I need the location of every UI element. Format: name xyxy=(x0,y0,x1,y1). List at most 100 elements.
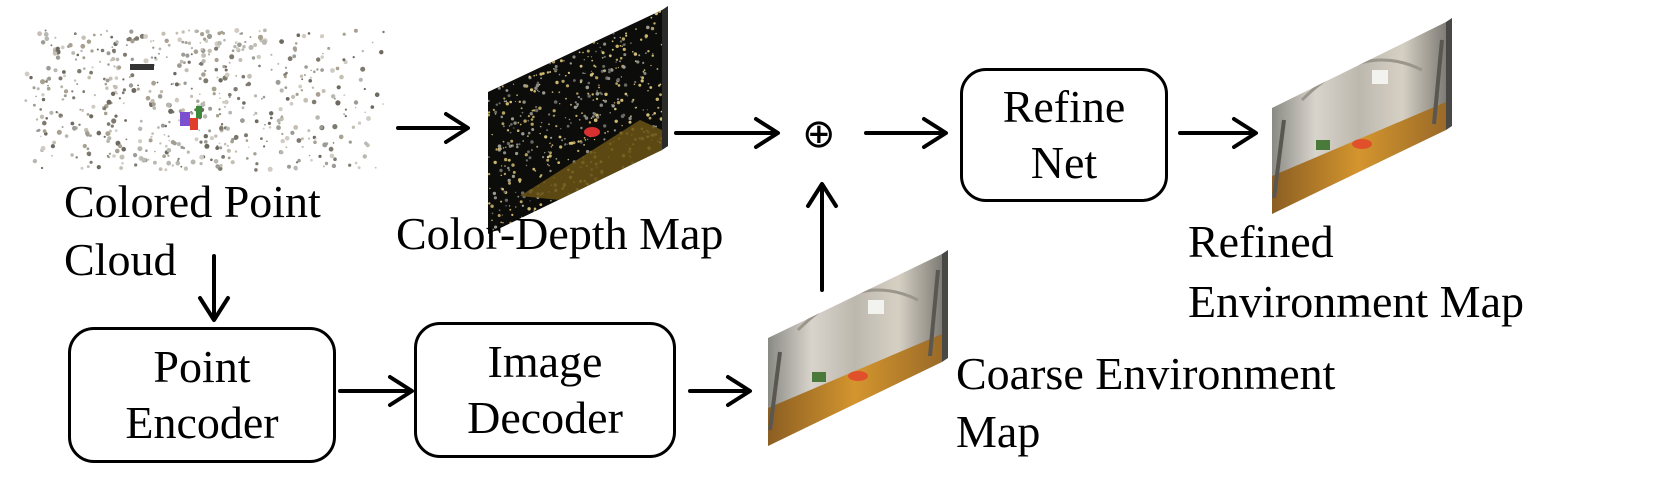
point-cloud-dot xyxy=(333,157,337,161)
depth-map-dot xyxy=(510,117,515,121)
point-cloud-dot xyxy=(219,97,221,100)
point-cloud-dot xyxy=(258,30,261,33)
point-cloud-dot xyxy=(202,114,208,119)
depth-map-dot xyxy=(647,89,649,92)
depth-map-dot xyxy=(566,143,568,145)
depth-map-dot xyxy=(601,51,605,55)
point-cloud-dot xyxy=(102,106,104,108)
depth-map-dot xyxy=(536,145,539,148)
depth-map-dot xyxy=(651,54,654,57)
point-cloud-dot xyxy=(324,161,329,166)
depth-map-dot xyxy=(592,99,595,101)
depth-map-dot xyxy=(521,111,524,114)
depth-map-dot xyxy=(519,123,522,126)
point-cloud-dot xyxy=(364,141,368,146)
depth-map-dot xyxy=(652,53,654,55)
depth-map-dot xyxy=(516,94,518,97)
depth-map-dot xyxy=(517,195,520,198)
point-cloud-dot xyxy=(156,81,159,84)
point-cloud-dot xyxy=(353,28,358,33)
depth-map-dot xyxy=(649,86,653,89)
depth-map-dot xyxy=(509,208,512,211)
depth-map-dot xyxy=(650,64,652,67)
depth-map-dot xyxy=(502,222,504,224)
point-cloud-dot xyxy=(214,57,219,63)
depth-map-dot xyxy=(592,40,596,44)
color-depth-map-label: Color-Depth Map xyxy=(396,208,724,259)
point-cloud-dot xyxy=(198,63,201,65)
point-cloud-dot xyxy=(234,150,238,153)
depth-map-dot xyxy=(500,221,503,224)
point-cloud-dot xyxy=(80,49,83,53)
point-cloud-dot xyxy=(284,136,290,141)
depth-map-dot xyxy=(505,205,507,207)
point-cloud-dot xyxy=(96,48,99,51)
point-cloud-dot xyxy=(175,31,179,35)
point-cloud-dot xyxy=(203,78,209,84)
point-cloud-dot xyxy=(300,89,303,92)
depth-map-dot xyxy=(615,67,617,69)
point-cloud-dot xyxy=(55,55,61,60)
point-cloud-dot xyxy=(110,124,114,128)
point-cloud-dot xyxy=(166,148,172,153)
depth-map-dot xyxy=(528,156,532,160)
depth-map-dot xyxy=(570,122,572,124)
depth-map-dot xyxy=(613,102,616,104)
depth-map-dot xyxy=(621,124,623,127)
depth-map-dot xyxy=(533,210,536,212)
depth-map-dot xyxy=(516,145,519,149)
depth-map-dot xyxy=(488,172,491,176)
point-cloud-dot xyxy=(184,68,189,73)
depth-map-dot xyxy=(590,70,593,72)
depth-map-dot xyxy=(519,200,523,204)
point-cloud-dot xyxy=(176,159,180,162)
depth-map-dot xyxy=(518,100,521,104)
point-cloud-dot xyxy=(119,154,125,160)
point-cloud-dot xyxy=(158,47,162,51)
depth-map-dot xyxy=(575,114,578,117)
refine-net-box: Refine Net xyxy=(960,68,1168,202)
point-cloud-dot xyxy=(32,86,36,90)
point-cloud-dot xyxy=(115,57,120,62)
point-cloud-dot xyxy=(184,41,188,45)
point-cloud-dot xyxy=(228,61,231,64)
point-cloud-dot xyxy=(90,49,94,53)
depth-map-dot xyxy=(613,129,617,132)
point-cloud-dot xyxy=(343,60,348,65)
depth-map-dot xyxy=(554,68,558,72)
point-cloud-dot xyxy=(270,53,273,56)
depth-map-dot xyxy=(553,100,558,104)
depth-map-dot xyxy=(574,101,577,104)
point-cloud-dot xyxy=(277,62,280,65)
depth-map-dot xyxy=(500,200,503,203)
depth-map-dot xyxy=(612,32,615,35)
point-cloud-dot xyxy=(301,33,307,39)
point-cloud-dot xyxy=(295,161,299,164)
point-cloud-dot xyxy=(57,112,60,114)
point-cloud-dot xyxy=(178,83,181,86)
point-cloud-dot xyxy=(150,135,153,139)
point-cloud-dot xyxy=(46,86,51,91)
point-cloud-dot xyxy=(173,71,177,76)
point-cloud-dot xyxy=(37,128,41,132)
point-cloud-dot xyxy=(251,56,256,60)
point-cloud-dot xyxy=(33,103,36,107)
depth-map-dot xyxy=(550,146,553,148)
point-cloud-dot xyxy=(150,98,155,104)
point-cloud-dot xyxy=(228,96,231,99)
depth-map-dot xyxy=(642,70,645,73)
point-cloud-dot xyxy=(131,88,137,93)
depth-map-dot xyxy=(533,207,537,211)
point-cloud-dot xyxy=(357,121,362,125)
point-cloud-dot xyxy=(72,96,76,100)
depth-map-dot xyxy=(527,135,529,138)
point-cloud-dot xyxy=(106,139,110,144)
depth-map-dot xyxy=(579,81,583,84)
point-cloud-dot xyxy=(182,146,186,150)
point-cloud-dot xyxy=(199,42,202,44)
point-cloud-dot xyxy=(225,126,230,131)
point-cloud-dot xyxy=(106,51,111,56)
depth-map-dot xyxy=(648,116,652,120)
depth-map-dot xyxy=(491,228,494,232)
depth-map-dot xyxy=(527,131,531,135)
